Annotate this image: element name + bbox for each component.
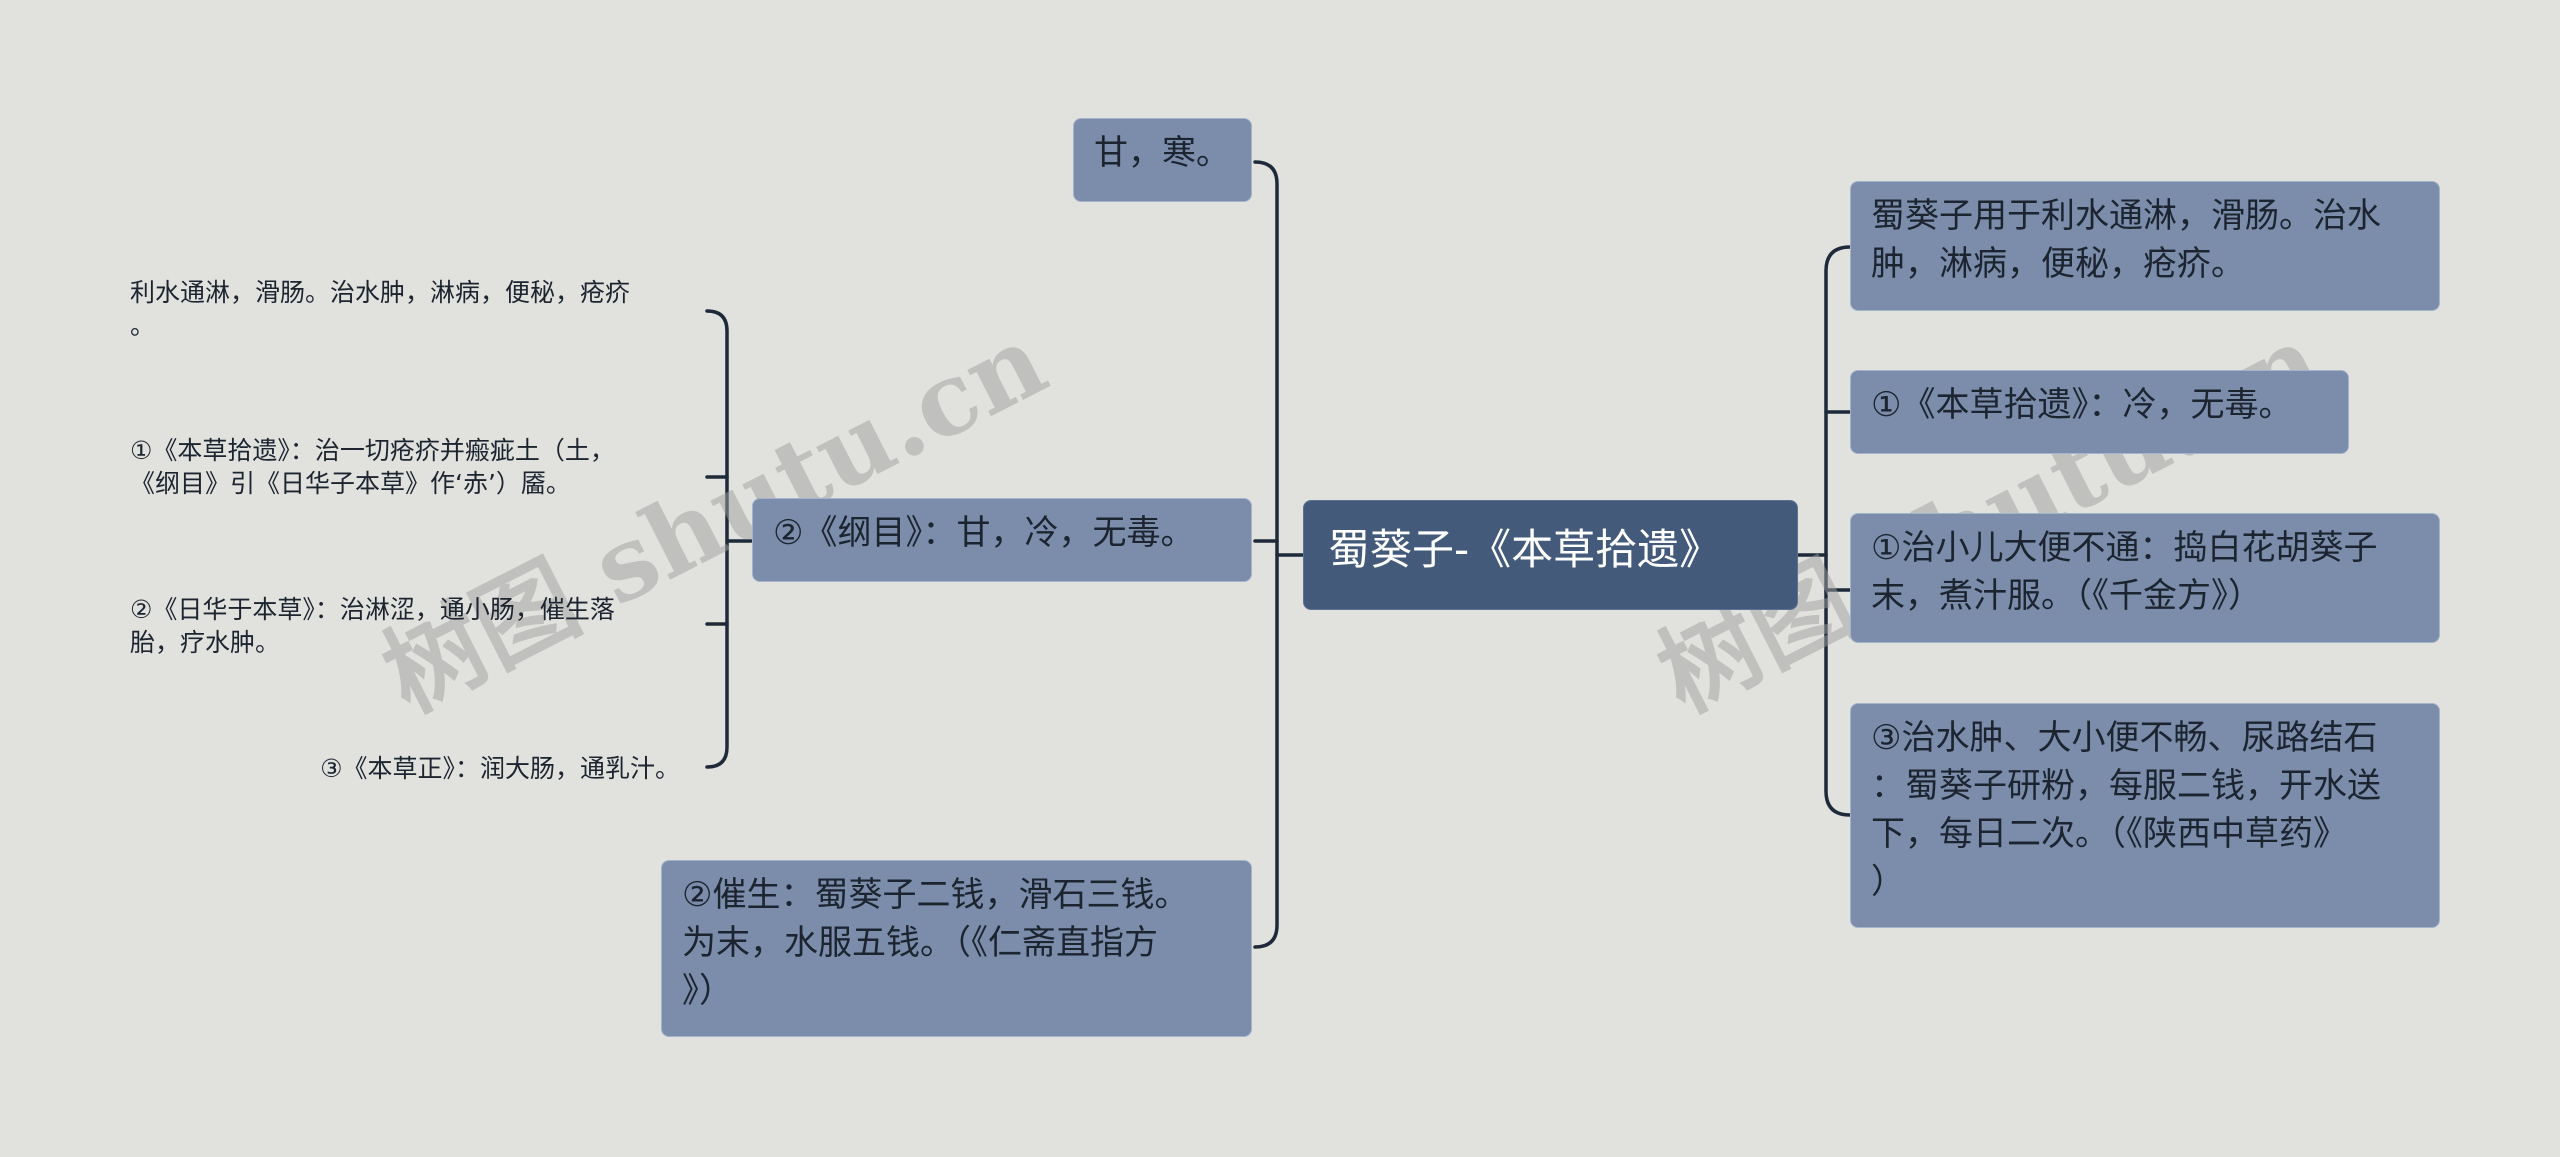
leaf-gangmu-indication[interactable]: 利水通淋，滑肠。治水肿，淋病，便秘，疮疥 。 [130, 278, 631, 340]
branch-usage-summary[interactable]: 蜀葵子用于利水通淋，滑肠。治水 肿，淋病，便秘，疮疥。 [1850, 181, 2440, 311]
leaf-bencao-zheng[interactable]: ③《本草正》：润大肠，通乳汁。 [320, 754, 680, 783]
connector-left-trunk [1253, 160, 1279, 949]
branch-gangmu[interactable]: ②《纲目》：甘，冷，无毒。 [752, 498, 1252, 582]
connector-gangmu-trunk [705, 309, 729, 769]
branch-qianjin-recipe[interactable]: ①治小儿大便不通：捣白花胡葵子 末，煮汁服。（《千金方》） [1850, 513, 2440, 643]
branch-bencao-shiyi-nature[interactable]: ①《本草拾遗》：冷，无毒。 [1850, 370, 2349, 454]
leaf-rihuazi-bencao[interactable]: ②《日华于本草》：治淋涩，通小肠，催生落 胎，疗水肿。 [130, 595, 615, 657]
leaf-bencao-shiyi-use[interactable]: ①《本草拾遗》：治一切疮疥并瘢疵土（土， 《纲目》引《日华子本草》作‘赤’）靥。 [130, 436, 615, 498]
branch-shaanxi-recipe[interactable]: ③治水肿、大小便不畅、尿路结石 ：蜀葵子研粉，每服二钱，开水送 下，每日二次。（… [1850, 703, 2440, 928]
branch-cuisheng-recipe[interactable]: ②催生：蜀葵子二钱，滑石三钱。 为末，水服五钱。（《仁斋直指方 》） [661, 860, 1252, 1037]
branch-taste-property[interactable]: 甘，寒。 [1073, 118, 1252, 202]
root-topic[interactable]: 蜀葵子-《本草拾遗》 [1303, 500, 1798, 610]
connector-right-trunk [1824, 245, 1852, 817]
